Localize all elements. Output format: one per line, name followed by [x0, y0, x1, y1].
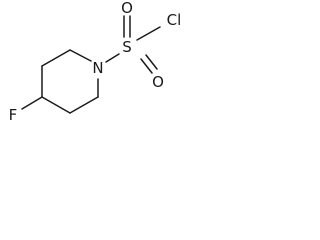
- bond-c2-n1: [69, 49, 92, 62]
- atom-label-o-top: O: [121, 0, 133, 17]
- bond-c5-c4: [41, 96, 71, 114]
- bond-c4-f: [21, 96, 43, 110]
- atom-label-s: S: [122, 38, 132, 56]
- bond-s-cl: [136, 26, 161, 41]
- atom-label-o-bottom: O: [152, 73, 164, 91]
- bond-s-o-bottom-a: [140, 58, 153, 74]
- bond-n-s: [105, 53, 120, 63]
- structure-diagram: F N S O O Cl: [9, 0, 182, 124]
- atom-label-f: F: [9, 106, 18, 124]
- bond-s-o-bottom-b: [145, 54, 158, 70]
- bond-c6-c5: [69, 96, 99, 114]
- atom-label-n: N: [92, 59, 103, 77]
- atom-label-cl: Cl: [167, 11, 182, 29]
- bond-c3-c2: [41, 49, 71, 67]
